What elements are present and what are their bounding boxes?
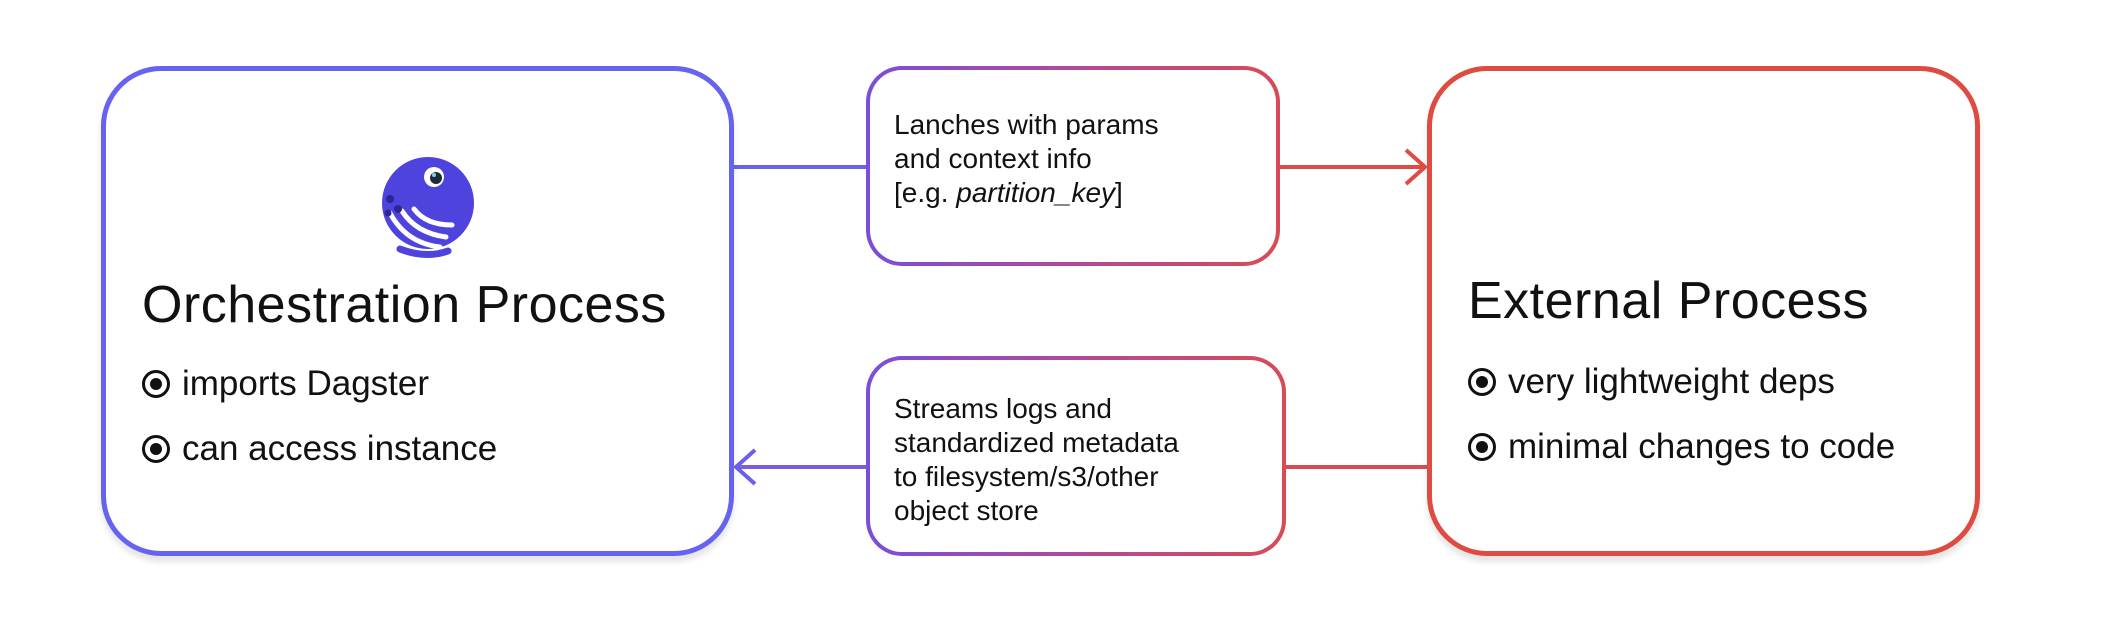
stream-line-4: object store [894, 495, 1039, 526]
orchestration-title: Orchestration Process [142, 276, 667, 334]
orchestration-process-box: Orchestration Process imports Dagster ca… [101, 66, 734, 556]
stream-message-text: Streams logs and standardized metadata t… [894, 392, 1179, 528]
radio-bullet-icon [1468, 432, 1496, 461]
bullet-item: imports Dagster [142, 351, 497, 416]
launch-line-3: [e.g. partition_key] [894, 176, 1159, 210]
launch-line-1: Lanches with params [894, 109, 1159, 140]
bullet-item: very lightweight deps [1468, 349, 1895, 414]
external-title: External Process [1468, 272, 1870, 330]
stream-arrowhead [734, 448, 757, 486]
bullet-text: very lightweight deps [1508, 361, 1835, 401]
bullet-item: minimal changes to code [1468, 414, 1895, 479]
partition-key-term: partition_key [956, 177, 1116, 208]
launch-line-2: and context info [894, 143, 1092, 174]
launch-message-box: Lanches with params and context info [e.… [866, 66, 1280, 266]
dagster-octopus-logo-icon [382, 157, 474, 258]
external-process-box: External Process very lightweight deps m… [1427, 66, 1980, 556]
bullet-item: can access instance [142, 416, 497, 481]
launch-message-text: Lanches with params and context info [e.… [894, 108, 1159, 210]
radio-bullet-icon [142, 369, 170, 398]
launch-line-3-suffix: ] [1115, 177, 1123, 208]
stream-message-box: Streams logs and standardized metadata t… [866, 356, 1286, 556]
bullet-text: can access instance [182, 428, 498, 468]
launch-arrowhead [1404, 148, 1427, 186]
bullet-text: minimal changes to code [1508, 426, 1896, 466]
stream-line-3: to filesystem/s3/other [894, 461, 1159, 492]
launch-line-3-prefix: [e.g. [894, 177, 957, 208]
orchestration-bullets: imports Dagster can access instance [142, 351, 497, 481]
radio-bullet-icon [1468, 367, 1496, 396]
external-bullets: very lightweight deps minimal changes to… [1468, 349, 1895, 479]
stream-line-2: standardized metadata [894, 427, 1179, 458]
radio-bullet-icon [142, 434, 170, 463]
bullet-text: imports Dagster [182, 363, 430, 403]
stream-line-1: Streams logs and [894, 393, 1112, 424]
